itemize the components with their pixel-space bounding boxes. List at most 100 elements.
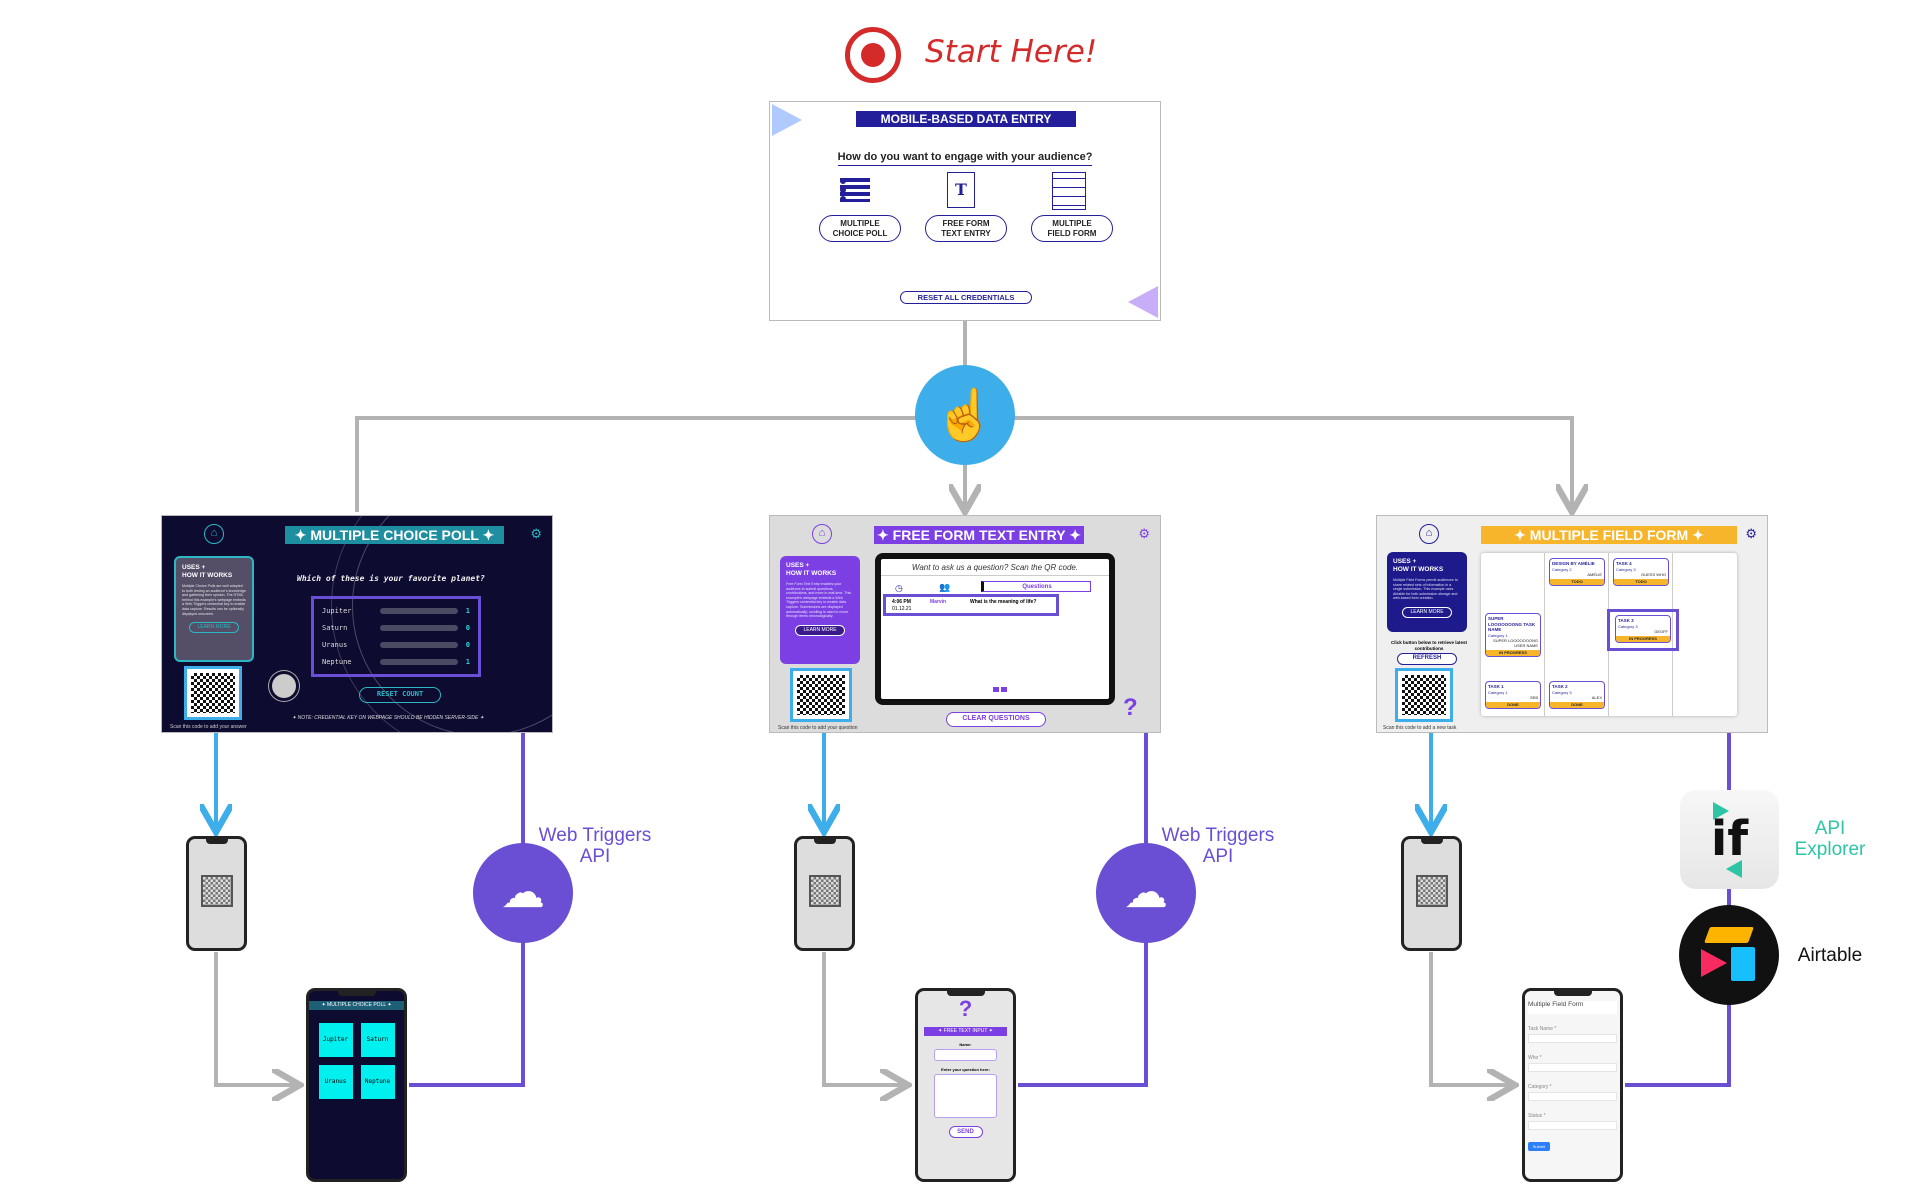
freeform-title: ✦ FREE FORM TEXT ENTRY ✦ bbox=[874, 526, 1084, 544]
submit-button[interactable]: Submit bbox=[1528, 1142, 1550, 1151]
qr-code bbox=[184, 666, 242, 720]
phone-scanning-qr bbox=[186, 836, 247, 951]
learn-more-button[interactable]: LEARN MORE bbox=[189, 622, 239, 634]
learn-more-button[interactable]: LEARN MORE bbox=[1402, 606, 1452, 618]
tab-questions[interactable]: Questions bbox=[981, 581, 1091, 592]
name-input[interactable] bbox=[934, 1049, 997, 1061]
api-explorer-label: API Explorer bbox=[1794, 818, 1866, 860]
web-triggers-label: Web Triggers API bbox=[538, 825, 652, 867]
option-button[interactable]: Saturn bbox=[360, 1023, 395, 1057]
gear-icon[interactable]: ⚙ bbox=[530, 526, 542, 541]
phone-scanning-qr bbox=[1401, 836, 1462, 951]
reset-all-credentials-button[interactable]: RESET ALL CREDENTIALS bbox=[900, 291, 1032, 304]
airtable-label: Airtable bbox=[1797, 945, 1863, 966]
home-icon[interactable]: ⌂ bbox=[812, 524, 832, 544]
multiple-field-form-screen: ⌂ ✦ MULTIPLE FIELD FORM ✦ ⚙ USES + HOW I… bbox=[1376, 515, 1768, 733]
qr-caption: Scan this code to add your question bbox=[778, 725, 858, 731]
start-here-label: Start Here! bbox=[925, 34, 1098, 70]
qr-caption: Scan this code to add your answer bbox=[170, 724, 247, 730]
home-icon[interactable]: ⌂ bbox=[204, 524, 224, 544]
gray-connector bbox=[822, 952, 904, 1085]
option-button[interactable]: Neptune bbox=[360, 1065, 395, 1099]
phone-free-text-form: ? ✦ FREE TEXT INPUT ✦ Name: Enter your q… bbox=[915, 988, 1016, 1182]
phone-airtable-form: Multiple Field Form Task Name * Who * Ca… bbox=[1522, 988, 1623, 1182]
mobile-form-title: Multiple Field Form bbox=[1528, 1001, 1617, 1014]
airtable-logo bbox=[1679, 905, 1779, 1005]
question-label: Enter your question here: bbox=[941, 1067, 990, 1072]
cloud-lightning-icon: ☁ bbox=[1096, 843, 1196, 943]
cloud-lightning-icon: ☁ bbox=[473, 843, 573, 943]
send-button[interactable]: SEND bbox=[948, 1126, 983, 1138]
option-button[interactable]: Uranus bbox=[318, 1065, 353, 1099]
task-name-input[interactable] bbox=[1528, 1034, 1617, 1043]
gear-icon[interactable]: ⚙ bbox=[1138, 526, 1150, 541]
field-label: Status * bbox=[1528, 1113, 1546, 1119]
free-form-text-entry-screen: ⌂ ✦ FREE FORM TEXT ENTRY ✦ ⚙ USES + HOW … bbox=[769, 515, 1161, 733]
uses-card: USES + HOW IT WORKS Multiple Choice Poll… bbox=[174, 556, 254, 662]
people-icon: 👥 bbox=[939, 582, 951, 592]
qr-scan-icon bbox=[809, 875, 841, 907]
refresh-hint: Click button below to retrieve latest co… bbox=[1390, 640, 1467, 651]
form-icon bbox=[1052, 172, 1086, 210]
mobile-poll-title: ✦ MULTIPLE CHOICE POLL ✦ bbox=[309, 1001, 404, 1010]
uses-card: USES + HOW IT WORKS Free Form Text Entry… bbox=[780, 556, 860, 664]
home-icon[interactable]: ⌂ bbox=[1419, 524, 1439, 544]
field-label: Category * bbox=[1528, 1084, 1552, 1090]
status-select[interactable] bbox=[1528, 1121, 1617, 1130]
highlighted-task bbox=[1607, 609, 1679, 651]
gear-icon[interactable]: ⚙ bbox=[1745, 526, 1757, 541]
decor-triangles bbox=[772, 104, 802, 136]
mobile-freetext-title: ✦ FREE TEXT INPUT ✦ bbox=[924, 1027, 1007, 1036]
clear-questions-button[interactable]: CLEAR QUESTIONS bbox=[946, 712, 1046, 727]
prompt: Want to ask us a question? Scan the QR c… bbox=[881, 563, 1109, 576]
name-label: Name: bbox=[959, 1042, 972, 1047]
text-document-icon: T bbox=[947, 172, 975, 208]
learn-more-button[interactable]: LEARN MORE bbox=[795, 624, 845, 636]
qr-code bbox=[1395, 668, 1453, 722]
reset-count-button[interactable]: RESET COUNT bbox=[359, 687, 441, 703]
list-icon bbox=[840, 178, 870, 202]
note: ✦ NOTE: CREDENTIAL KEY ON WEBPAGE SHOULD… bbox=[292, 715, 484, 721]
decor-triangles bbox=[1128, 286, 1158, 318]
tablet-display: Want to ask us a question? Scan the QR c… bbox=[875, 553, 1115, 705]
category-select[interactable] bbox=[1528, 1092, 1617, 1101]
qr-scan-icon bbox=[201, 875, 233, 907]
menu-question: How do you want to engage with your audi… bbox=[770, 151, 1160, 166]
poll-title: ✦ MULTIPLE CHOICE POLL ✦ bbox=[285, 526, 504, 544]
question-mark-icon: ? bbox=[1123, 694, 1138, 721]
field-label: Who * bbox=[1528, 1055, 1542, 1061]
touch-hand-icon: ☝ bbox=[915, 365, 1015, 465]
phone-poll-form: ✦ MULTIPLE CHOICE POLL ✦ Jupiter Saturn … bbox=[306, 988, 407, 1182]
gray-connector bbox=[1429, 952, 1511, 1085]
uses-card: USES + HOW IT WORKS Multiple Field Forms… bbox=[1387, 552, 1467, 632]
fieldform-title: ✦ MULTIPLE FIELD FORM ✦ bbox=[1481, 526, 1737, 544]
question-entry: 4:06 PM 01.12.21 Marvin What is the mean… bbox=[883, 594, 1059, 616]
qr-scan-icon bbox=[1416, 875, 1448, 907]
who-input[interactable] bbox=[1528, 1063, 1617, 1072]
web-triggers-label: Web Triggers API bbox=[1161, 825, 1275, 867]
qr-code bbox=[790, 668, 852, 722]
api-explorer-logo: if bbox=[1680, 790, 1779, 889]
question-mark-icon: ? bbox=[958, 996, 973, 1021]
question-textarea[interactable] bbox=[934, 1074, 997, 1118]
option-button[interactable]: Jupiter bbox=[318, 1023, 353, 1057]
multiple-choice-poll-screen: ⌂ ✦ MULTIPLE CHOICE POLL ✦ ⚙ USES + HOW … bbox=[161, 515, 553, 733]
scroll-buttons[interactable] bbox=[993, 687, 1007, 692]
planet-icon bbox=[272, 674, 296, 698]
menu-title: MOBILE-BASED DATA ENTRY bbox=[856, 111, 1076, 127]
refresh-button[interactable]: REFRESH bbox=[1397, 653, 1457, 665]
